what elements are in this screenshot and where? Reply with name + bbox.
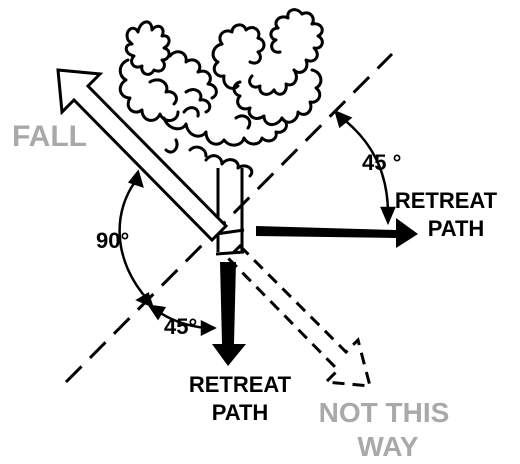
dashed-45-degree-lines	[64, 52, 394, 384]
angle-45-upper-arc	[334, 109, 396, 226]
tree-trunk-icon	[215, 168, 245, 256]
fall-direction-arrow-icon	[56, 68, 229, 243]
not-this-way-label-line1: NOT THIS	[319, 397, 450, 428]
retreat-path-right-label-line1: RETREAT	[395, 188, 498, 213]
angle-90-label: 90°	[96, 228, 129, 253]
tree-crown-icon	[118, 8, 324, 178]
retreat-path-down-label-line2: PATH	[212, 400, 269, 425]
not-this-way-arrow-icon	[225, 243, 372, 388]
angle-90-arc	[118, 169, 155, 309]
angle-45-lower-label: 45°	[164, 314, 197, 339]
angle-45-lower-arc	[147, 304, 217, 337]
retreat-path-down-label-line1: RETREAT	[189, 372, 292, 397]
retreat-path-right-label-line2: PATH	[428, 216, 485, 241]
retreat-path-right-arrow-icon	[256, 218, 418, 248]
angle-45-upper-label: 45 °	[362, 150, 401, 175]
fall-label: FALL	[12, 120, 87, 153]
not-this-way-label-line2: WAY	[357, 431, 419, 462]
retreat-path-down-arrow-icon	[212, 262, 246, 366]
